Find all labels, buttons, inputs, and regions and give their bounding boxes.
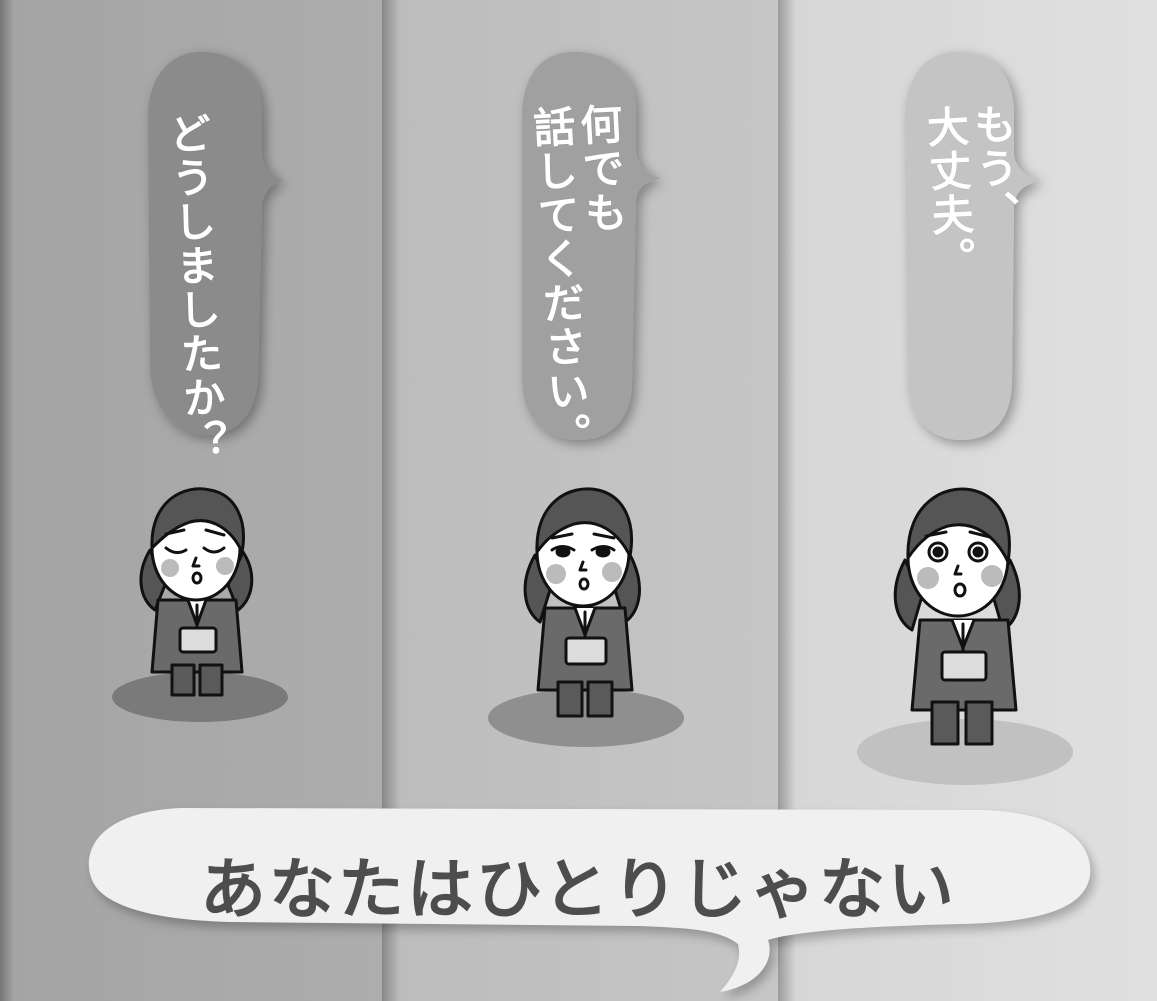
ground-shadow-right bbox=[857, 719, 1073, 785]
speech-bubble-right bbox=[905, 51, 1040, 440]
panel-divider-shadow-2 bbox=[778, 0, 796, 1001]
panel-divider-shadow-1 bbox=[382, 0, 400, 1001]
caption-bubble bbox=[88, 808, 1091, 992]
caption-text: あなたはひとりじゃない bbox=[199, 851, 958, 928]
woman-surprised-icon bbox=[893, 487, 1021, 746]
panel-left-edge-shadow bbox=[0, 0, 14, 1001]
speech-bubble-text-2: 何でも 話してください。 bbox=[525, 101, 629, 459]
speech-bubble-middle bbox=[522, 51, 660, 440]
ground-shadow-left bbox=[112, 672, 288, 722]
caption-bubble-group bbox=[88, 808, 1095, 998]
woman-worried-icon bbox=[139, 487, 254, 697]
speech-bubble-left bbox=[148, 51, 283, 436]
speech-bubble-text-3: もう、 大丈夫。 bbox=[919, 101, 1023, 283]
ground-shadow-middle bbox=[488, 689, 684, 747]
woman-listening-icon bbox=[523, 487, 641, 718]
